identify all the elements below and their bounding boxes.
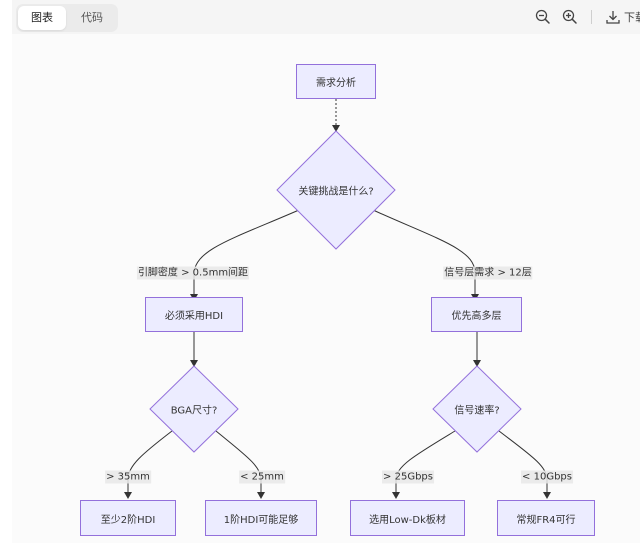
edge-label-gt25g: > 25Gbps (382, 470, 434, 484)
edge-layer (124, 99, 551, 499)
view-tabs: 图表 代码 (16, 4, 118, 32)
decision-bga (149, 365, 239, 453)
toolbar: 图表 代码 下载 (12, 0, 640, 34)
edge-label-gt35: > 35mm (105, 470, 151, 484)
download-icon[interactable] (604, 8, 622, 26)
node-fr4: 常规FR4可行 (497, 500, 595, 536)
diagram-canvas: 需求分析 必须采用HDI 优先高多层 至少2阶HDI 1阶HDI可能足够 选用L… (12, 34, 640, 543)
left-margin (0, 0, 12, 543)
edge-label-lt25: < 25mm (239, 470, 285, 484)
decision-challenge (276, 130, 396, 250)
node-hdi1: 1阶HDI可能足够 (205, 500, 317, 536)
node-hdi2: 至少2阶HDI (80, 500, 176, 536)
edge-challenge-multilayer (372, 209, 479, 301)
node-multilayer: 优先高多层 (431, 297, 522, 332)
node-hdi: 必须采用HDI (145, 297, 243, 332)
zoom-in-icon[interactable] (561, 8, 579, 26)
edge-label-layer-need: 信号层需求 > 12层 (443, 266, 533, 280)
edge-label-pin-density: 引脚密度 > 0.5mm间距 (136, 266, 250, 280)
edge-speed-fr4 (498, 430, 551, 499)
download-label[interactable]: 下载 (624, 11, 640, 24)
decision-speed (432, 365, 522, 453)
node-lowdk: 选用Low-Dk板材 (350, 500, 465, 536)
edge-speed-lowdk (392, 430, 456, 499)
decision-bga-label: BGA尺寸? (170, 405, 218, 417)
tab-diagram[interactable]: 图表 (18, 6, 66, 30)
decision-challenge-label: 关键挑战是什么? (298, 186, 374, 198)
decision-speed-label: 信号速率? (454, 405, 500, 417)
edge-label-lt10g: < 10Gbps (521, 470, 573, 484)
toolbar-divider (591, 10, 592, 24)
tab-code[interactable]: 代码 (81, 11, 103, 24)
node-start: 需求分析 (296, 64, 376, 99)
edge-bga-hdi2 (124, 430, 173, 499)
zoom-out-icon[interactable] (534, 8, 552, 26)
edge-bga-hdi1 (215, 430, 265, 499)
edge-challenge-hdi (190, 209, 300, 301)
